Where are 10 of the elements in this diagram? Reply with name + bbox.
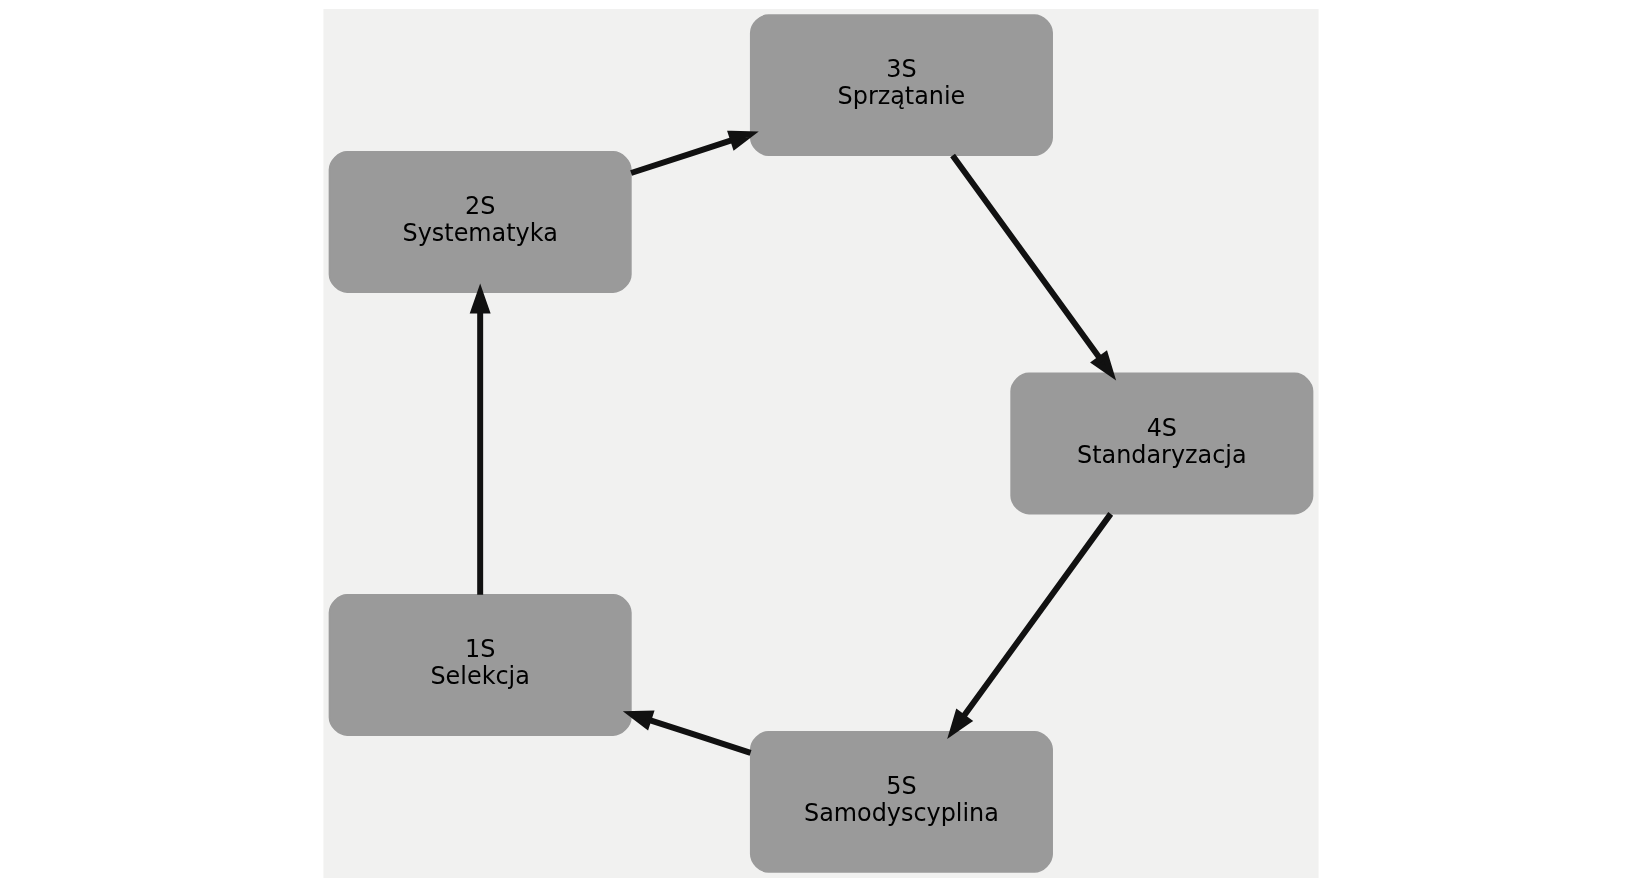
arrow	[469, 283, 491, 595]
arrow	[630, 130, 759, 176]
node-box: 2S Systematyka	[328, 150, 632, 293]
arrow	[622, 710, 752, 756]
node-box: 3S Sprzątanie	[749, 13, 1053, 156]
arrow	[947, 511, 1114, 739]
arrow	[950, 153, 1117, 381]
node-box: 5S Samodyscyplina	[749, 730, 1053, 873]
node-box: 1S Selekcja	[328, 593, 632, 736]
node-box: 4S Standaryzacja	[1010, 372, 1314, 514]
